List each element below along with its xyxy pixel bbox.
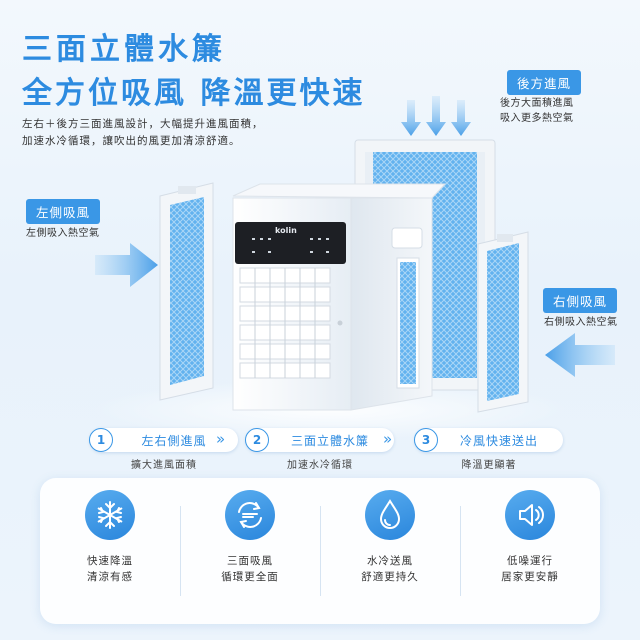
- feature-2-line1: 三面吸風: [227, 555, 273, 567]
- feature-low-noise: 低噪運行 居家更安靜: [460, 478, 600, 624]
- snowflake-icon: [85, 490, 135, 540]
- feature-3-line1: 水冷送風: [367, 555, 413, 567]
- headline-line1: 三面立體水簾: [22, 32, 226, 67]
- step-2-number: 2: [245, 428, 269, 452]
- brand-logo: kolin: [275, 226, 297, 235]
- step-1-number: 1: [89, 428, 113, 452]
- intro-line1: 左右＋後方三面進風設計，大幅提升進風面積，: [22, 118, 264, 130]
- process-steps: 1 左右側進風 擴大進風面積 » 2 三面立體水簾 加速水冷循環 » 3 冷風快…: [0, 428, 640, 478]
- back-intake-desc-line1: 後方大面積進風: [500, 98, 574, 109]
- feature-fast-cooling: 快速降溫 清涼有感: [40, 478, 180, 624]
- feature-4-line1: 低噪運行: [507, 555, 553, 567]
- divider: [460, 506, 461, 596]
- intro-text: 左右＋後方三面進風設計，大幅提升進風面積， 加速水冷循環，讓吹出的風更加清涼舒適…: [22, 116, 264, 150]
- left-intake-tag: 左側吸風: [26, 199, 101, 224]
- feature-4-line2: 居家更安靜: [501, 571, 559, 583]
- back-intake-desc-line2: 吸入更多熱空氣: [500, 113, 574, 124]
- step-3-sub: 降溫更顯著: [461, 460, 517, 471]
- air-cycle-icon: [225, 490, 275, 540]
- step-1-label: 左右側進風: [141, 434, 207, 448]
- step-1-sub: 擴大進風面積: [131, 460, 197, 471]
- feature-1-line1: 快速降溫: [87, 555, 133, 567]
- step-2-sub: 加速水冷循環: [287, 460, 353, 471]
- feature-2-line2: 循環更全面: [221, 571, 279, 583]
- right-intake-tag: 右側吸風: [543, 288, 618, 313]
- step-arrow-1: »: [216, 430, 225, 448]
- intro-line2: 加速水冷循環，讓吹出的風更加清涼舒適。: [22, 135, 241, 147]
- water-drop-icon: [365, 490, 415, 540]
- step-3: 3 冷風快速送出: [414, 428, 563, 452]
- step-1: 1 左右側進風: [89, 428, 238, 452]
- right-intake-desc: 右側吸入熱空氣: [544, 317, 618, 328]
- feature-water-cooling: 水冷送風 舒適更持久: [320, 478, 460, 624]
- step-2: 2 三面立體水簾: [245, 428, 394, 452]
- feature-1-line2: 清涼有感: [87, 571, 133, 583]
- step-3-label: 冷風快速送出: [459, 434, 538, 448]
- divider: [320, 506, 321, 596]
- left-intake-desc: 左側吸入熱空氣: [26, 228, 100, 239]
- features-panel: 快速降溫 清涼有感 三面吸風 循環更全面: [40, 478, 600, 624]
- left-filter-panel: [159, 182, 214, 401]
- air-cooler-unit: [232, 183, 447, 411]
- right-intake-arrow: [545, 333, 615, 377]
- step-arrow-2: »: [383, 430, 392, 448]
- headline-line2: 全方位吸風 降溫更快速: [22, 76, 366, 111]
- back-intake-tag: 後方進風: [507, 70, 582, 95]
- step-2-label: 三面立體水簾: [290, 434, 369, 448]
- feature-3-line2: 舒適更持久: [361, 571, 419, 583]
- speaker-low-icon: [505, 490, 555, 540]
- right-filter-panel: [477, 231, 529, 413]
- feature-three-side-intake: 三面吸風 循環更全面: [180, 478, 320, 624]
- step-3-number: 3: [414, 428, 438, 452]
- divider: [180, 506, 181, 596]
- back-intake-desc: 後方大面積進風 吸入更多熱空氣: [500, 96, 574, 126]
- left-intake-arrow: [95, 243, 158, 287]
- back-intake-arrows: [401, 96, 471, 136]
